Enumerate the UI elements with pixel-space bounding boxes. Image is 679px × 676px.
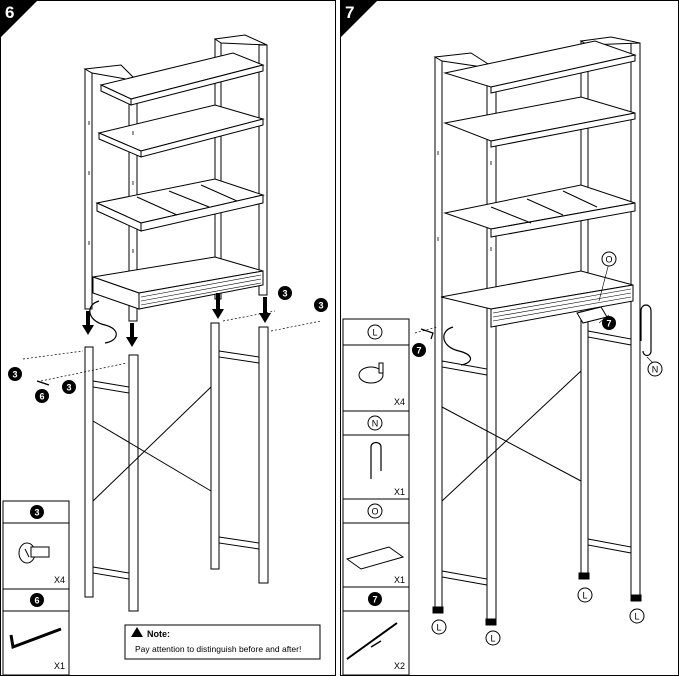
- callout-wrench: 6: [35, 389, 49, 403]
- svg-text:L: L: [436, 623, 441, 633]
- leveling-foot-icon: [358, 362, 384, 384]
- part-n-id: N: [367, 415, 383, 431]
- step-number: 7: [345, 3, 355, 22]
- callout-screw-a: 3: [8, 367, 22, 381]
- svg-text:N: N: [372, 419, 379, 429]
- step-7-panel: 7: [340, 0, 679, 676]
- svg-text:N: N: [652, 365, 659, 375]
- part-7-qty: X2: [394, 661, 405, 671]
- part-o-qty: X1: [394, 575, 405, 585]
- parts-table-right: L X4 N X1 O X1 7: [342, 318, 410, 675]
- svg-text:3: 3: [318, 301, 323, 311]
- bracket-screw-icon: [346, 622, 398, 660]
- hex-wrench-icon: [9, 627, 62, 650]
- part-l-id: L: [367, 324, 383, 340]
- callout-screw-b: 3: [62, 380, 76, 394]
- hook-icon: [370, 441, 382, 479]
- note-title: Note:: [147, 629, 170, 639]
- callout-bolt-right: 7: [602, 316, 616, 330]
- part-o-id: O: [367, 503, 383, 519]
- note-box: Note: Pay attention to distinguish befor…: [124, 624, 321, 660]
- callout-foot-3: L: [577, 587, 593, 603]
- upper-shelf-unit: [83, 34, 268, 344]
- parts-table-left: 3 X4 6 X1: [2, 500, 70, 675]
- plate-icon: [345, 546, 405, 570]
- svg-text:O: O: [605, 255, 612, 265]
- note-text: Pay attention to distinguish before and …: [135, 644, 301, 654]
- svg-text:L: L: [372, 328, 377, 338]
- part-6-id: 6: [30, 593, 44, 607]
- assembled-shelf-unit: [432, 36, 642, 626]
- step-badge: [1, 1, 37, 37]
- part-3-qty: X4: [54, 575, 65, 585]
- hook-n: [640, 304, 652, 357]
- svg-text:L: L: [634, 612, 639, 622]
- step-7-drawing: 7 7 O N L L L L: [342, 36, 663, 675]
- step-6-drawing: 3 6 3 3 3 3: [2, 34, 328, 675]
- svg-text:3: 3: [66, 383, 71, 393]
- part-l-qty: X4: [394, 397, 405, 407]
- lower-frame: [84, 322, 269, 612]
- callout-foot-4: L: [629, 608, 645, 624]
- svg-text:7: 7: [416, 346, 421, 356]
- insert-arrows: [82, 293, 271, 347]
- part-7-id: 7: [368, 592, 382, 606]
- part-n-qty: X1: [394, 487, 405, 497]
- svg-text:L: L: [582, 591, 587, 601]
- bolt-icon: [18, 542, 50, 564]
- svg-text:3: 3: [12, 370, 17, 380]
- callout-foot-2: L: [485, 630, 501, 646]
- svg-text:L: L: [490, 634, 495, 644]
- callout-screw-d: 3: [314, 298, 328, 312]
- svg-text:7: 7: [606, 319, 611, 329]
- callout-screw-c: 3: [278, 286, 292, 300]
- warning-icon: [131, 627, 143, 637]
- callout-hook: N: [647, 361, 663, 377]
- svg-text:O: O: [371, 507, 378, 517]
- svg-text:7: 7: [372, 595, 377, 605]
- svg-text:6: 6: [39, 392, 44, 402]
- svg-text:6: 6: [34, 596, 39, 606]
- step-number: 6: [5, 3, 15, 22]
- part-3-id: 3: [30, 505, 44, 519]
- part-6-qty: X1: [54, 661, 65, 671]
- step-badge: [341, 1, 377, 37]
- callout-foot-1: L: [431, 619, 447, 635]
- svg-text:3: 3: [282, 289, 287, 299]
- svg-text:3: 3: [34, 508, 39, 518]
- callout-bolt-left: 7: [412, 343, 426, 357]
- step-6-panel: 6: [0, 0, 336, 676]
- callout-plate: O: [601, 251, 617, 267]
